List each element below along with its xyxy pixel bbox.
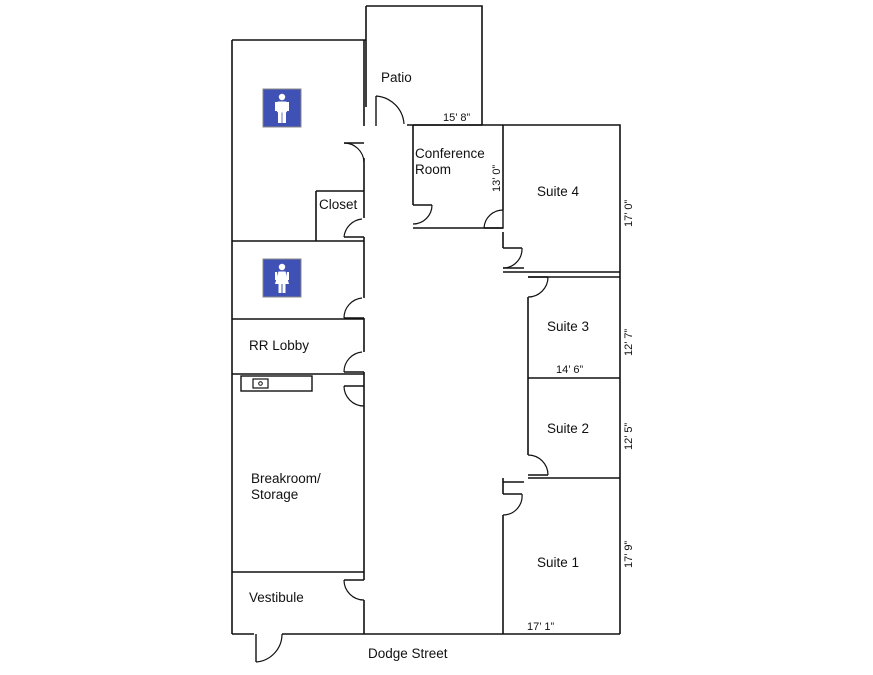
breakroom-label-line1: Breakroom/	[251, 471, 321, 486]
doors	[255, 95, 549, 663]
sink-icon	[240, 375, 313, 392]
dimension-labels: 15’ 8” 13’ 0” 17’ 0” 12’ 7” 14’ 6” 12’ 5…	[443, 112, 635, 633]
suites-walls	[502, 124, 621, 634]
suite3-width-dim: 14’ 6”	[556, 364, 583, 376]
corridor-stubs	[503, 267, 524, 483]
closet-walls	[315, 190, 364, 241]
patio-width-dim: 15’ 8”	[443, 112, 470, 124]
room-labels: Patio Conference Room Closet Suite 4 Sui…	[249, 70, 589, 605]
suite1-label: Suite 1	[537, 555, 579, 570]
suite3-height-dim: 12’ 7”	[623, 329, 635, 356]
men-restroom-walls	[231, 39, 366, 634]
men-restroom-icon	[262, 88, 302, 128]
closet-label: Closet	[319, 197, 358, 212]
patio-label: Patio	[381, 70, 412, 85]
breakroom-label-line2: Storage	[251, 487, 298, 502]
suite4-height-dim: 17’ 0”	[623, 200, 635, 227]
suite3-label: Suite 3	[547, 319, 589, 334]
walls	[231, 5, 621, 635]
suite1-width-dim: 17’ 1”	[527, 621, 554, 633]
conference-door-right	[484, 210, 504, 229]
suite2-label: Suite 2	[547, 421, 589, 436]
suite2-height-dim: 12’ 5”	[623, 423, 635, 450]
rr-lobby-label: RR Lobby	[249, 338, 309, 353]
street-label: Dodge Street	[368, 646, 448, 661]
conference-label-line2: Room	[415, 162, 451, 177]
suite1-height-dim: 17’ 9”	[623, 541, 635, 568]
conference-height-dim: 13’ 0”	[491, 165, 503, 192]
suite4-label: Suite 4	[537, 184, 580, 199]
women-restroom-icon	[262, 258, 302, 298]
patio-walls	[365, 5, 483, 126]
left-separators	[232, 240, 364, 573]
conference-label-line1: Conference	[415, 146, 485, 161]
vestibule-label: Vestibule	[249, 590, 304, 605]
